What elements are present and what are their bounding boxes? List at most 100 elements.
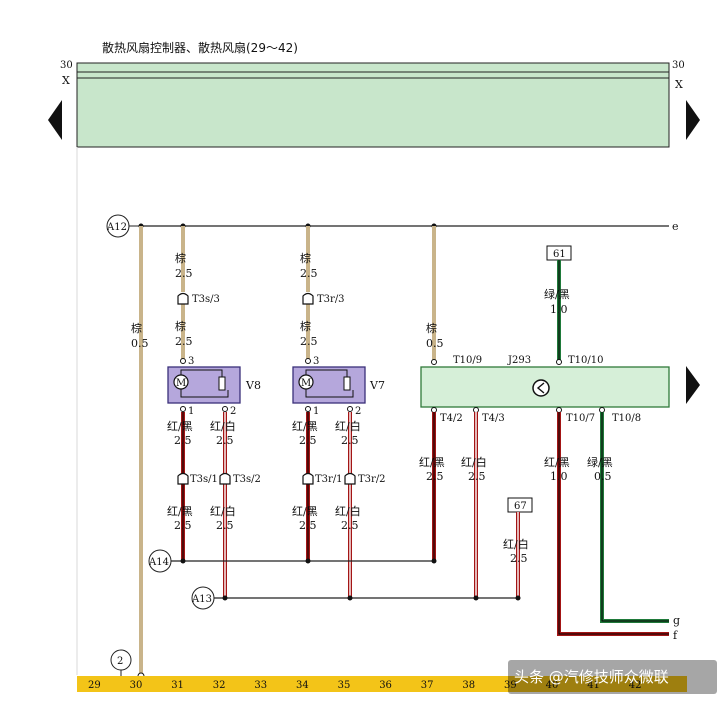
connector-icon <box>177 472 189 485</box>
node-a14-label: A14 <box>148 557 169 568</box>
rail-e-label: e <box>672 220 679 233</box>
conn-t108: T10/8 <box>612 413 641 424</box>
band-right-rail-label: X <box>675 78 683 91</box>
main-wire-color: 棕 <box>131 321 142 335</box>
conn-t3r2: T3r/2 <box>358 474 386 485</box>
v8-b-dn-color: 红/白 <box>210 504 236 518</box>
junction-dot <box>222 595 228 601</box>
t42-size: 2.5 <box>426 470 444 483</box>
v8-a-dn-color: 红/黑 <box>167 505 193 518</box>
pin-dot <box>347 406 353 412</box>
controller-icon-glyph <box>536 382 545 394</box>
w2-bot-size: 2.5 <box>300 335 318 348</box>
connector-icon <box>219 472 231 485</box>
prev-page-arrow-icon[interactable] <box>48 100 62 140</box>
column-number: 38 <box>462 680 475 691</box>
column-number: 34 <box>296 680 309 691</box>
pin-dot <box>556 359 562 365</box>
column-number: 31 <box>171 680 184 691</box>
column-number: 39 <box>504 680 517 691</box>
column-number: 33 <box>254 680 267 691</box>
v7-b-dn-size: 2.5 <box>341 519 359 532</box>
green-in-color: 绿/黑 <box>544 287 570 301</box>
conn-t3s1: T3s/1 <box>190 474 218 485</box>
junction-dot <box>180 558 186 564</box>
v7-a-dn-size: 2.5 <box>299 519 317 532</box>
j-in-color: 棕 <box>426 321 437 335</box>
motor-glyph: M <box>301 378 311 389</box>
v8-a-dn-size: 2.5 <box>174 519 192 532</box>
conn-t3r3: T3r/3 <box>317 294 345 305</box>
column-number: 42 <box>629 680 642 691</box>
column-numbers: 2930313233343536373839404142 <box>88 680 642 691</box>
w1-bot-size: 2.5 <box>175 335 193 348</box>
resistor-icon <box>343 376 351 391</box>
pin-dot <box>431 359 437 365</box>
junction-dot <box>431 558 437 564</box>
conn-t3s3: T3s/3 <box>192 294 220 305</box>
fan-v8-label: V8 <box>245 379 261 392</box>
v8-b-dn-size: 2.5 <box>216 519 234 532</box>
w1-bot-color: 棕 <box>175 319 186 333</box>
column-number: 35 <box>338 680 351 691</box>
pin-dot <box>305 406 311 412</box>
main-wire-size: 0.5 <box>131 337 149 350</box>
connector-icon <box>344 472 356 485</box>
column-number: 36 <box>379 680 392 691</box>
v7-b-up-color: 红/白 <box>335 419 361 433</box>
node-a13-label: A13 <box>191 594 212 605</box>
t42-color: 红/黑 <box>419 456 445 469</box>
band-left-number: 30 <box>60 60 73 71</box>
column-number: 41 <box>587 680 600 691</box>
band-right-number: 30 <box>672 60 685 71</box>
v7-a-dn-color: 红/黑 <box>292 505 318 518</box>
conn-t109: T10/9 <box>453 355 482 366</box>
j293-continue-arrow-icon[interactable] <box>686 366 700 404</box>
column-number: 40 <box>546 680 559 691</box>
v8-pin2: 2 <box>230 406 236 417</box>
connector-icon <box>302 292 314 305</box>
column-number: 30 <box>130 680 143 691</box>
pin-dot <box>599 407 605 413</box>
conn-t3r1: T3r/1 <box>315 474 343 485</box>
junction-dot <box>473 595 479 601</box>
pin-dot <box>556 407 562 413</box>
pin-dot <box>431 407 437 413</box>
next-page-arrow-icon[interactable] <box>686 100 700 140</box>
green-in-size: 1.0 <box>550 303 568 316</box>
resistor-icon <box>218 376 226 391</box>
conn-t107: T10/7 <box>566 413 595 424</box>
diagram-title: 散热风扇控制器、散热风扇(29～42) <box>102 40 298 55</box>
junction-dot <box>515 595 521 601</box>
column-number-bar <box>77 676 687 692</box>
watermark-bg <box>508 660 717 694</box>
rail-f-label: f <box>673 629 678 642</box>
motor-glyph: M <box>176 378 186 389</box>
green-band <box>76 62 670 148</box>
pin-dot <box>305 358 311 364</box>
conn-t42: T4/2 <box>440 413 463 424</box>
fan-v7-internal <box>305 369 354 398</box>
t43-size: 2.5 <box>468 470 486 483</box>
controller-icon <box>532 379 550 397</box>
v7-b-up-size: 2.5 <box>341 434 359 447</box>
column-number: 32 <box>213 680 226 691</box>
conn-t3s2: T3s/2 <box>233 474 261 485</box>
v7-a-up-color: 红/黑 <box>292 420 318 433</box>
v8-a-up-color: 红/黑 <box>167 420 193 433</box>
column-number: 37 <box>421 680 434 691</box>
fan-v8-internal <box>180 369 229 398</box>
v7-b-dn-color: 红/白 <box>335 504 361 518</box>
connector-icon <box>302 472 314 485</box>
node-a12-label: A12 <box>106 222 127 233</box>
conn-t43: T4/3 <box>482 413 505 424</box>
junction-dot <box>305 558 311 564</box>
v8-b-up-size: 2.5 <box>216 434 234 447</box>
ref-67-label: 67 <box>514 501 527 512</box>
j293-label: J293 <box>507 355 531 366</box>
conn-t1010: T10/10 <box>568 355 604 366</box>
ground-node-label: 2 <box>117 656 123 667</box>
v7-a-up-size: 2.5 <box>299 434 317 447</box>
v7-pin2: 2 <box>355 406 361 417</box>
w1-top-color: 棕 <box>175 251 186 265</box>
